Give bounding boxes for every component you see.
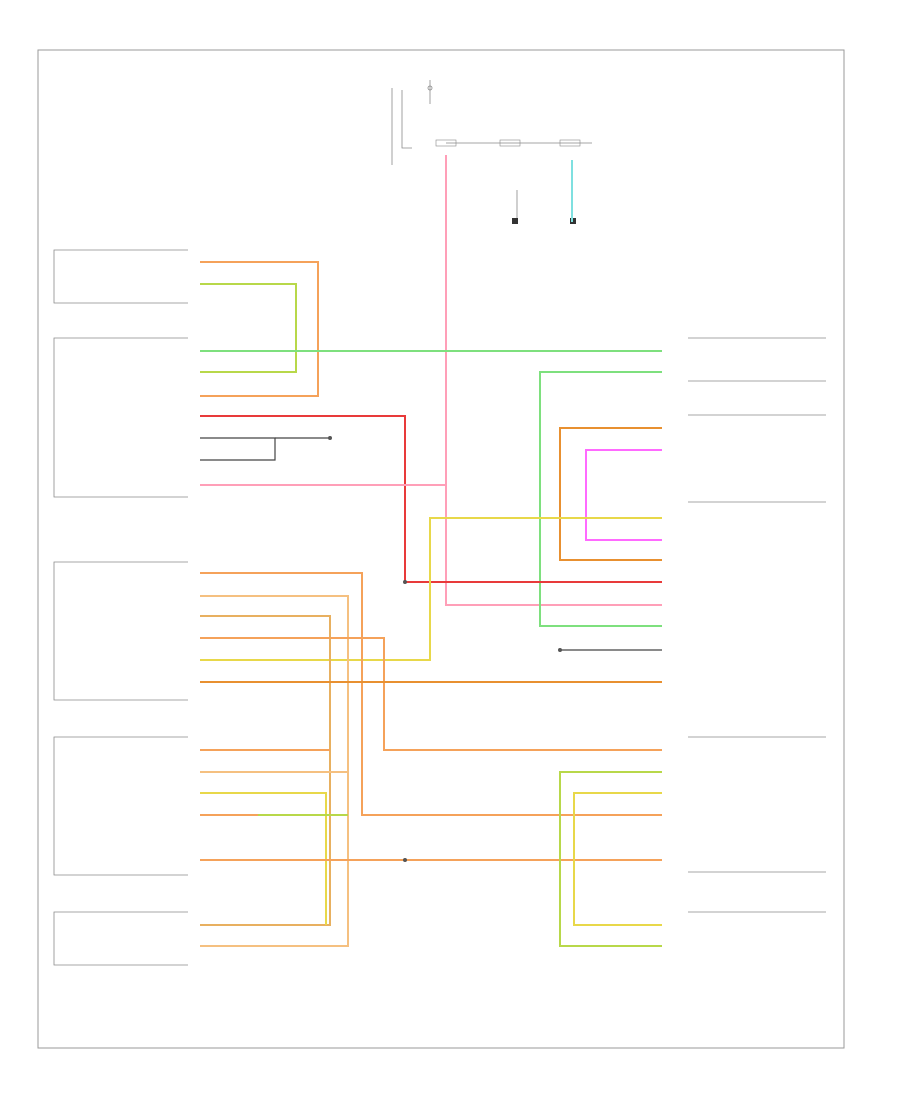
wires — [200, 155, 662, 947]
module-brackets — [53, 249, 826, 966]
diagram-border — [37, 49, 845, 1049]
top-switch-area — [391, 80, 592, 224]
